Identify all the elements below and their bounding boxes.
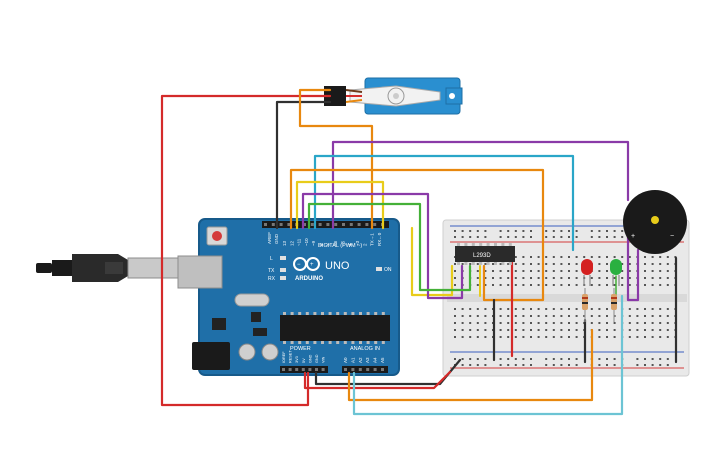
led-rx-label: RX (268, 276, 276, 282)
analog-pin-label: A2 (358, 357, 363, 363)
digital-pin-label: ~11 (297, 238, 302, 246)
svg-text:+: + (310, 262, 314, 268)
wire-blue[interactable] (313, 154, 575, 252)
digital-pin-label: ~5 (340, 240, 345, 246)
capacitor (238, 343, 256, 361)
brand-label: ARDUINO (295, 276, 323, 282)
atmega-chip (280, 315, 390, 341)
arduino-logo: − + (293, 257, 320, 271)
led-l-label: L (270, 256, 273, 262)
digital-header[interactable] (262, 221, 389, 228)
usb-cable[interactable] (36, 254, 179, 282)
analog-in-label: ANALOG IN (350, 346, 380, 352)
resistor-2[interactable] (611, 288, 617, 322)
digital-pwm-label: DIGITAL (PWM ~) (318, 243, 362, 249)
power-pin-label: VIN (322, 356, 326, 363)
capacitor (261, 343, 279, 361)
usb-port (177, 255, 223, 289)
digital-pin-label: 8 (319, 243, 324, 246)
digital-pin-label: 2 (362, 243, 367, 246)
piezo-buzzer[interactable]: + − (623, 190, 687, 254)
power-pin-label: GND (315, 354, 319, 363)
chip-label: L293D (473, 253, 491, 259)
model-label: UNO (325, 260, 350, 272)
digital-pin-label: 13 (282, 240, 287, 246)
analog-pin-label: A0 (343, 357, 348, 363)
digital-pin-label: ~10 (304, 238, 309, 246)
resistor-1[interactable] (582, 288, 588, 322)
power-jack (192, 342, 230, 370)
led-red[interactable] (581, 259, 593, 286)
wire-red-servo-5v[interactable] (160, 94, 332, 407)
wire-black-servo-gnd[interactable] (275, 100, 332, 230)
wire-orange-l293d[interactable] (289, 168, 545, 302)
power-pin-label: 5V (302, 358, 306, 363)
wire-red-5v-bottom[interactable] (303, 370, 452, 390)
digital-pin-label: ~6 (333, 240, 338, 246)
buzzer-plus-label: + (631, 233, 635, 240)
voltage-regulator (212, 318, 226, 330)
power-pin-label: IOREF (282, 351, 286, 363)
wire-purple-short[interactable] (301, 192, 464, 300)
digital-pin-label: ~9 (311, 240, 316, 246)
analog-header[interactable] (342, 366, 388, 373)
wire-green[interactable] (307, 202, 472, 292)
digital-pin-label: ~3 (355, 240, 360, 246)
digital-pin-label: RX←0 (377, 232, 382, 246)
l293d-chip[interactable]: L293D (455, 243, 515, 265)
wire-orange-analog[interactable] (347, 328, 594, 402)
wire-orange-servo-signal[interactable] (298, 88, 374, 230)
led-green[interactable] (610, 259, 622, 286)
buzzer-minus-label: − (670, 233, 674, 240)
power-section-label: POWER (290, 346, 311, 352)
wire-cyan-analog[interactable] (352, 294, 624, 416)
digital-pin-label: 4 (348, 243, 353, 246)
led-on-label: ON (384, 267, 392, 273)
digital-pin-label: TX→1 (370, 233, 375, 246)
power-pin-label: 3V3 (295, 356, 299, 363)
power-pin-label: GND (308, 354, 312, 363)
crystal-oscillator (234, 293, 270, 307)
usb-connector-metal (127, 257, 179, 279)
digital-pin-label: 12 (289, 240, 294, 246)
wire-purple-buzzer[interactable] (331, 140, 630, 230)
analog-pin-label: A5 (380, 357, 385, 363)
digital-pin-label: 7 (326, 243, 331, 246)
analog-pin-label: A3 (365, 357, 370, 363)
led-tx-label: TX (268, 268, 275, 274)
wires[interactable] (160, 88, 678, 416)
aref-label: AREF (267, 232, 272, 244)
gnd-label: GND (274, 233, 279, 244)
power-pin-label: RESET (289, 350, 293, 363)
analog-pin-label: A1 (350, 357, 355, 363)
svg-text:−: − (297, 262, 301, 268)
analog-pin-label: A4 (373, 357, 378, 363)
servo-motor[interactable] (324, 77, 463, 115)
